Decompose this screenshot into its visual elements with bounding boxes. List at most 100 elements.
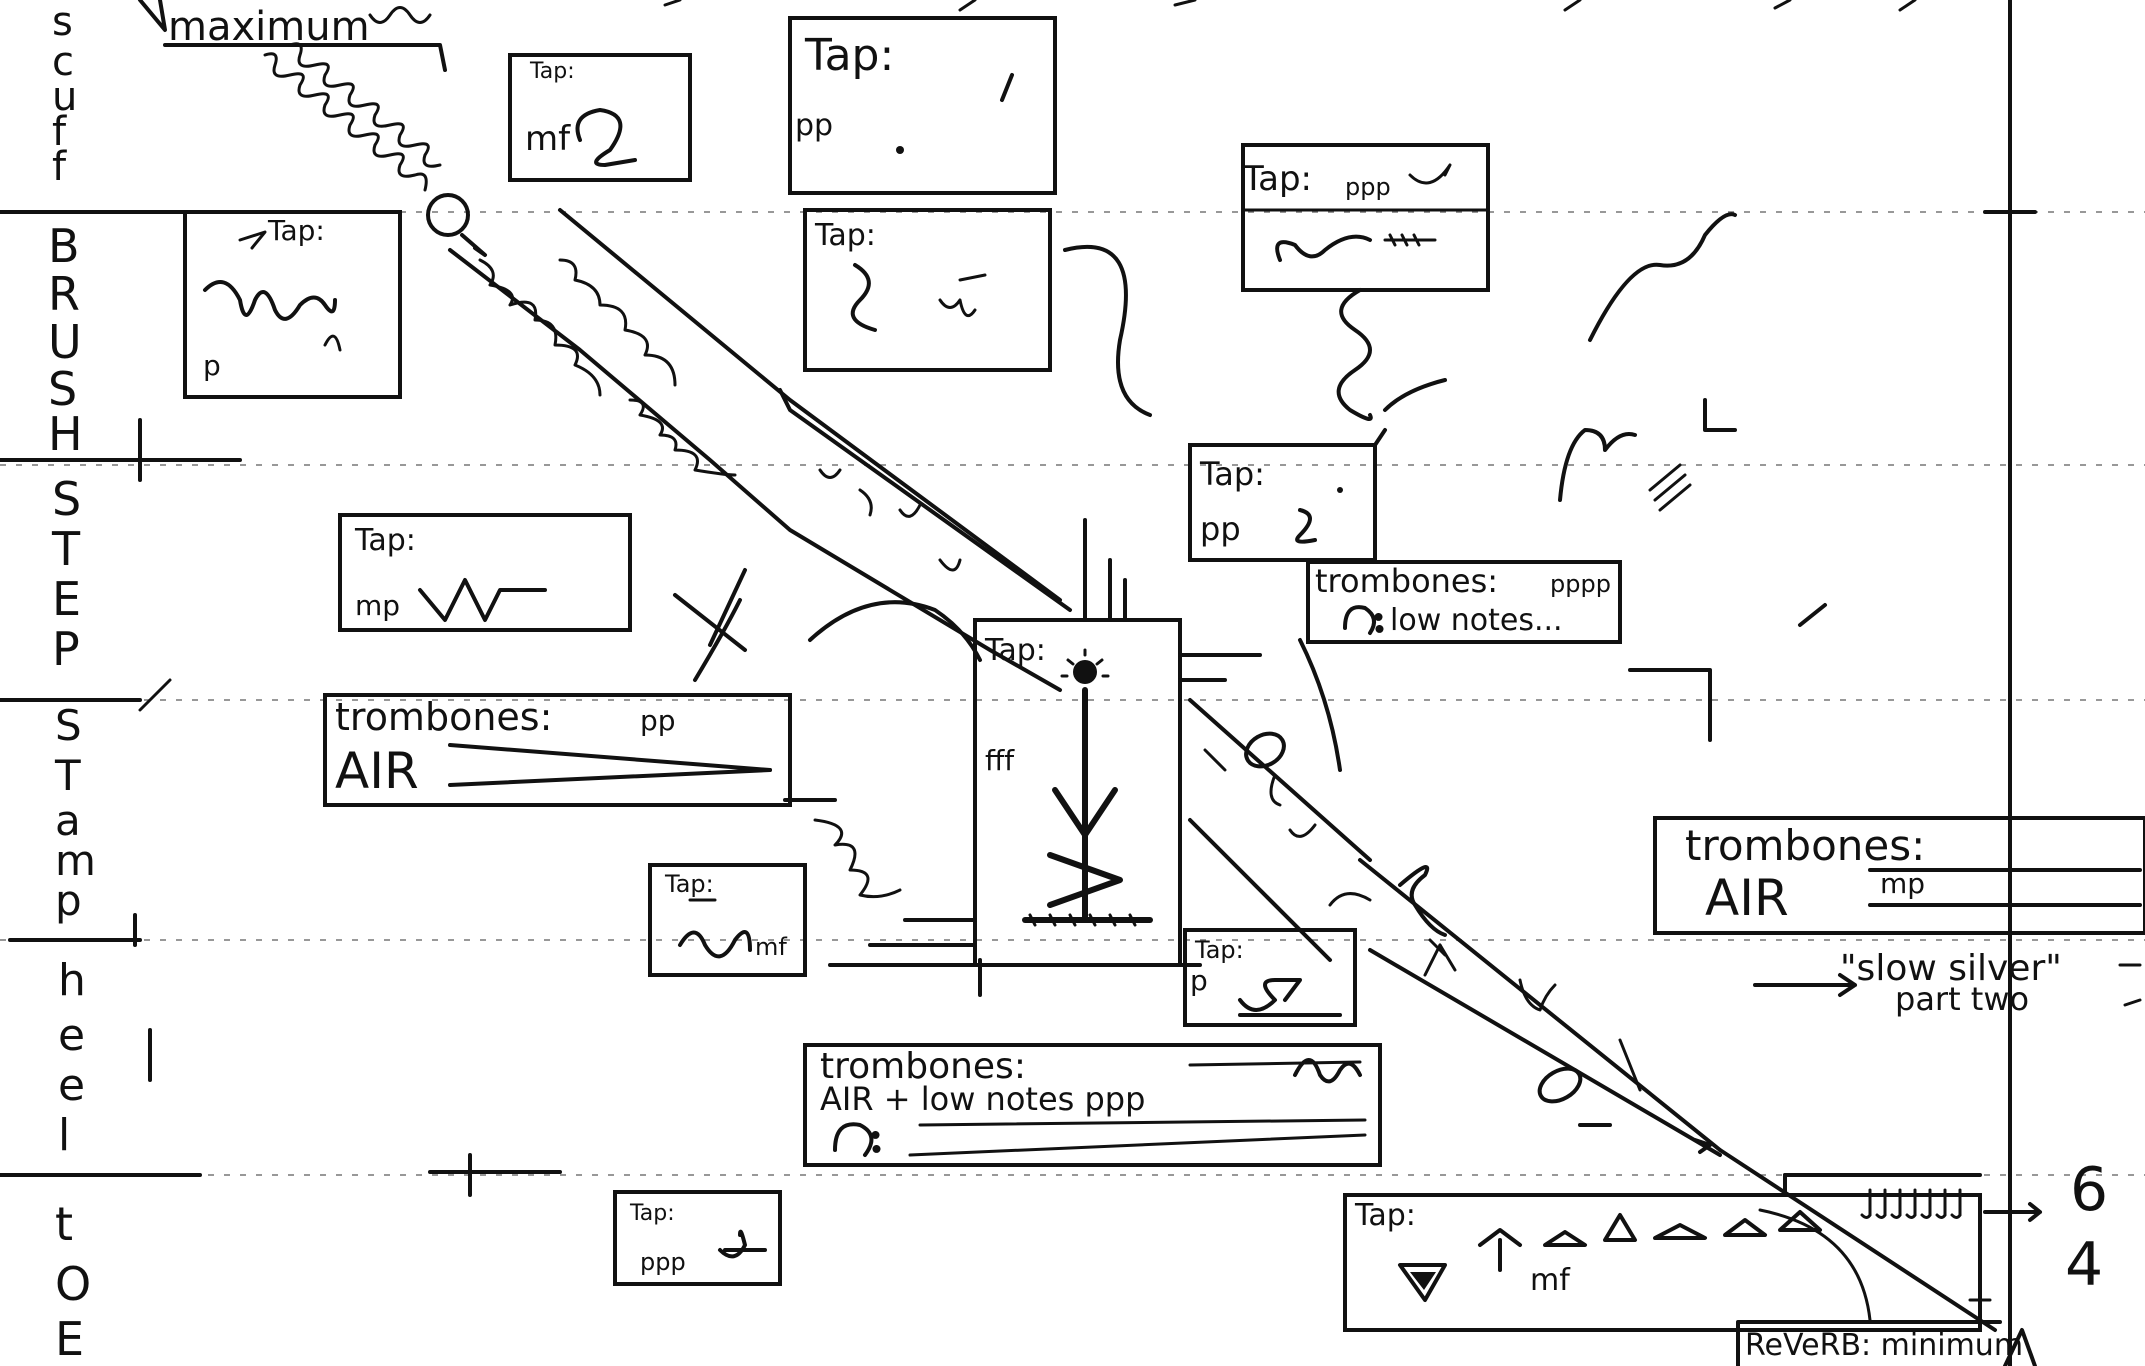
svg-text:p: p <box>55 876 82 925</box>
svg-text:Tap:: Tap: <box>1194 936 1244 964</box>
svg-text:T: T <box>51 522 81 576</box>
accent-icon <box>238 230 267 250</box>
time-signature: 6 4 <box>1983 1155 2108 1300</box>
svg-text:AIR: AIR <box>1705 869 1789 927</box>
svg-text:B: B <box>48 219 80 273</box>
svg-text:mf: mf <box>755 933 787 961</box>
svg-text:pp: pp <box>795 108 833 143</box>
svg-text:pp: pp <box>1200 510 1241 548</box>
burst-icon <box>1073 660 1097 684</box>
bass-clef-icon <box>1343 605 1384 635</box>
triangle-notehead-icon <box>1398 1263 1447 1302</box>
technique-column <box>0 210 242 1177</box>
svg-text:s: s <box>52 0 73 45</box>
reverb-minimum: ReVeRB: minimum <box>1736 1320 2037 1366</box>
tap-box-7: Tap: mp <box>338 513 632 632</box>
svg-text:ppp: ppp <box>1345 173 1391 201</box>
svg-text:h: h <box>58 955 86 1006</box>
svg-text:Tap:: Tap: <box>629 1201 675 1226</box>
svg-text:e: e <box>58 1010 85 1061</box>
technique-label-brush: B R U S H <box>48 219 83 461</box>
svg-text:S: S <box>52 472 81 526</box>
bass-clef-icon <box>833 1122 881 1157</box>
svg-text:Tap:: Tap: <box>664 870 714 898</box>
squiggle <box>813 818 902 899</box>
svg-text:p: p <box>203 349 221 382</box>
diagonal-band <box>448 208 1072 692</box>
free-gestures <box>1063 212 1827 742</box>
tap-box-stamp: Tap: fff <box>973 618 1182 967</box>
slow-silver-label: "slow silver" part two <box>1753 948 2142 1018</box>
svg-text:a: a <box>55 796 81 845</box>
trombones-box-4: trombones: AIR mp <box>1653 816 2145 935</box>
dot-icon <box>896 146 904 154</box>
technique-label-scuff: s c u f f <box>52 0 77 190</box>
wavy-connector <box>1336 288 1447 421</box>
svg-text:c: c <box>52 39 74 85</box>
svg-text:Tap:: Tap: <box>804 30 894 81</box>
svg-text:t: t <box>55 1197 73 1251</box>
tap-box-2: Tap: pp <box>788 16 1057 195</box>
svg-text:pp: pp <box>640 704 676 737</box>
svg-text:H: H <box>48 407 83 461</box>
svg-text:trombones:: trombones: <box>1685 821 1925 870</box>
svg-text:Tap:: Tap: <box>984 633 1046 668</box>
svg-text:S: S <box>55 701 82 750</box>
svg-text:Tap:: Tap: <box>814 218 876 253</box>
technique-label-stamp: S T a m p <box>54 701 96 925</box>
tick-line <box>428 1153 562 1197</box>
trombones-box-2: trombones: pppp low notes... <box>1306 560 1622 644</box>
x-mark <box>673 568 747 682</box>
circle-notehead-icon <box>1244 731 1286 769</box>
svg-text:m: m <box>55 836 96 885</box>
tap-box-5: Tap: ppp <box>1241 143 1490 292</box>
svg-text:maximum: maximum <box>168 4 370 50</box>
svg-text:E: E <box>55 1312 84 1366</box>
svg-text:O: O <box>55 1257 91 1311</box>
svg-text:Tap:: Tap: <box>354 523 416 558</box>
svg-text:l: l <box>58 1110 70 1161</box>
svg-text:6: 6 <box>2070 1155 2108 1225</box>
tap-box-4: Tap: <box>803 208 1052 372</box>
svg-text:Tap:: Tap: <box>529 59 575 84</box>
svg-text:"slow silver": "slow silver" <box>1840 948 2062 989</box>
svg-text:Tap:: Tap: <box>1354 1198 1416 1233</box>
top-ticks <box>663 0 1917 12</box>
tap-box-11: Tap: mf <box>1343 1148 1997 1332</box>
svg-text:R: R <box>48 267 80 321</box>
svg-text:Tap:: Tap: <box>1242 159 1312 199</box>
tap-box-6: Tap: pp <box>1188 428 1387 562</box>
svg-text:e: e <box>58 1060 85 1111</box>
svg-text:u: u <box>52 74 77 120</box>
tap-box-9: Tap: p <box>1183 928 1357 1027</box>
svg-text:part two: part two <box>1895 980 2029 1018</box>
svg-text:ReVeRB: minimum: ReVeRB: minimum <box>1745 1328 2023 1363</box>
svg-text:p: p <box>1190 964 1208 997</box>
svg-text:Tap:: Tap: <box>1199 455 1265 493</box>
svg-text:mf: mf <box>1530 1263 1571 1298</box>
svg-text:pppp: pppp <box>1550 570 1611 598</box>
tap-box-10: Tap: ppp <box>613 1190 782 1286</box>
svg-text:mp: mp <box>1880 867 1925 900</box>
technique-label-heel: h e e l <box>58 955 86 1161</box>
svg-text:AIR + low notes ppp: AIR + low notes ppp <box>820 1080 1145 1118</box>
trombones-box-3: trombones: AIR + low notes ppp <box>803 1043 1382 1167</box>
diagonal-noteheads <box>1188 698 1722 1157</box>
svg-text:E: E <box>52 572 81 626</box>
svg-text:ppp: ppp <box>640 1248 686 1276</box>
svg-text:P: P <box>52 622 80 676</box>
svg-text:trombones:: trombones: <box>820 1046 1026 1087</box>
svg-text:mf: mf <box>525 119 571 159</box>
svg-text:low notes...: low notes... <box>1390 603 1563 638</box>
svg-text:AIR: AIR <box>335 742 419 800</box>
svg-text:S: S <box>48 362 77 416</box>
tap-box-8: Tap: mf <box>648 863 807 977</box>
tap-box-1: Tap: mf <box>508 53 692 182</box>
svg-text:f: f <box>52 144 67 190</box>
svg-text:mp: mp <box>355 589 400 622</box>
stamp-box-lines <box>808 518 1342 997</box>
tap-box-3: Tap: p <box>183 210 402 399</box>
svg-text:f: f <box>52 109 67 155</box>
svg-text:Tap:: Tap: <box>267 214 325 247</box>
